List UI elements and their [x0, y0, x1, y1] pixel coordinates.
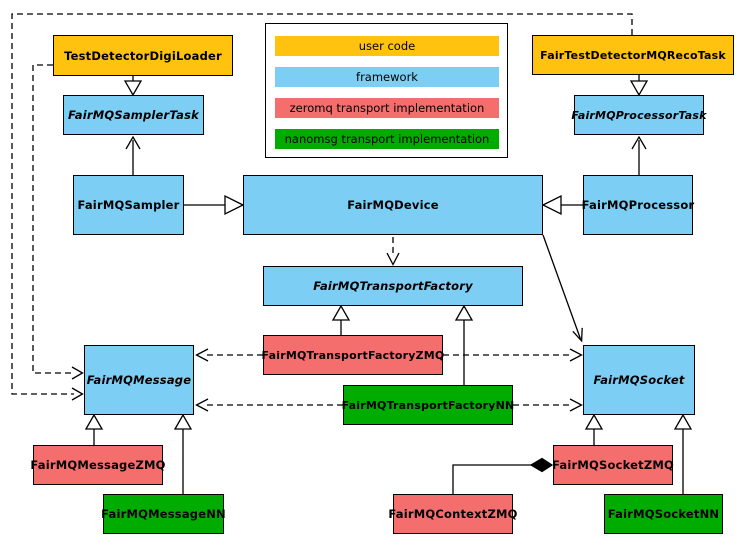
node-fairmq-processor: FairMQProcessor: [581, 175, 695, 235]
dependency-arrow-recotask-to-message: [11, 13, 633, 401]
inheritance-arrow-recotask-to-processortask: [629, 75, 649, 97]
inheritance-arrow-socketnn-to-socket: [673, 413, 693, 494]
legend-item-framework: framework: [275, 67, 499, 87]
node-label: FairMQTransportFactory: [313, 279, 473, 293]
dependency-arrow-factoryzmq-to-message: [195, 348, 263, 362]
node-label: FairMQMessageZMQ: [30, 458, 166, 472]
node-fairmq-transport-factory: FairMQTransportFactory: [263, 266, 523, 306]
legend-item-nanomsg: nanomsg transport implementation: [275, 129, 499, 149]
node-fairmq-transport-factory-nn: FairMQTransportFactoryNN: [341, 385, 515, 425]
node-label: FairMQMessageNN: [101, 507, 226, 521]
node-label: FairMQMessage: [86, 373, 192, 387]
legend-item-user-code: user code: [275, 36, 499, 56]
composition-diamond-socketzmq-contextzmq: [452, 457, 554, 494]
node-fairmq-socket-zmq: FairMQSocketZMQ: [552, 445, 674, 485]
dependency-arrow-factoryzmq-to-socket: [443, 348, 583, 362]
dependency-arrow-digiloader-to-message: [32, 64, 84, 380]
node-fair-test-detector-mq-reco-task: FairTestDetectorMQRecoTask: [532, 35, 734, 75]
node-label: FairMQProcessorTask: [571, 108, 707, 122]
node-fairmq-transport-factory-zmq: FairMQTransportFactoryZMQ: [261, 335, 445, 375]
inheritance-arrow-digiloader-to-samplertask: [123, 76, 143, 97]
node-fairmq-sampler: FairMQSampler: [73, 175, 184, 235]
node-fairmq-socket-nn: FairMQSocketNN: [604, 494, 723, 534]
node-label: FairMQProcessor: [581, 198, 695, 212]
node-label: FairMQSocketZMQ: [552, 458, 674, 472]
node-label: FairMQSocket: [593, 373, 685, 387]
inheritance-arrow-socketzmq-to-socket: [584, 413, 604, 445]
association-arrow-sampler-to-samplertask: [125, 135, 141, 175]
node-fairmq-message-nn: FairMQMessageNN: [101, 494, 226, 534]
legend: user code framework zeromq transport imp…: [265, 23, 508, 158]
inheritance-arrow-processor-to-device: [541, 194, 583, 216]
legend-item-zeromq: zeromq transport implementation: [275, 98, 499, 118]
node-fairmq-message: FairMQMessage: [84, 345, 194, 415]
association-arrow-processor-to-processortask: [631, 135, 647, 175]
node-test-detector-digi-loader: TestDetectorDigiLoader: [53, 35, 233, 76]
inheritance-arrow-factoryzmq-to-transportfactory: [331, 304, 351, 335]
inheritance-arrow-sampler-to-device: [184, 194, 245, 216]
node-label: FairMQContextZMQ: [388, 507, 518, 521]
node-fairmq-message-zmq: FairMQMessageZMQ: [30, 445, 166, 485]
legend-label: nanomsg transport implementation: [284, 132, 490, 146]
legend-label: user code: [358, 39, 416, 53]
dependency-arrow-factorynn-to-socket: [513, 398, 583, 412]
node-fairmq-context-zmq: FairMQContextZMQ: [388, 494, 517, 534]
node-label: FairTestDetectorMQRecoTask: [540, 48, 726, 62]
node-fairmq-sampler-task: FairMQSamplerTask: [63, 95, 204, 135]
node-label: FairMQTransportFactoryZMQ: [261, 348, 445, 362]
node-label: FairMQSamplerTask: [68, 108, 199, 122]
node-label: FairMQTransportFactoryNN: [341, 398, 515, 412]
node-fairmq-device: FairMQDevice: [243, 175, 543, 235]
legend-label: framework: [356, 70, 418, 84]
node-label: FairMQSampler: [77, 198, 180, 212]
inheritance-arrow-messagezmq-to-message: [84, 413, 104, 445]
dependency-arrow-factorynn-to-message: [195, 398, 343, 412]
dependency-arrow-device-to-transportfactory: [386, 237, 400, 266]
legend-label: zeromq transport implementation: [289, 101, 485, 115]
inheritance-arrow-factorynn-to-transportfactory: [454, 304, 474, 385]
node-label: FairMQDevice: [347, 198, 439, 212]
node-fairmq-socket: FairMQSocket: [583, 345, 695, 415]
inheritance-arrow-messagenn-to-message: [173, 413, 193, 494]
association-arrow-device-to-socket: [542, 234, 583, 343]
node-label: FairMQSocketNN: [607, 507, 720, 521]
node-fairmq-processor-task: FairMQProcessorTask: [571, 95, 707, 135]
node-label: TestDetectorDigiLoader: [64, 48, 222, 63]
